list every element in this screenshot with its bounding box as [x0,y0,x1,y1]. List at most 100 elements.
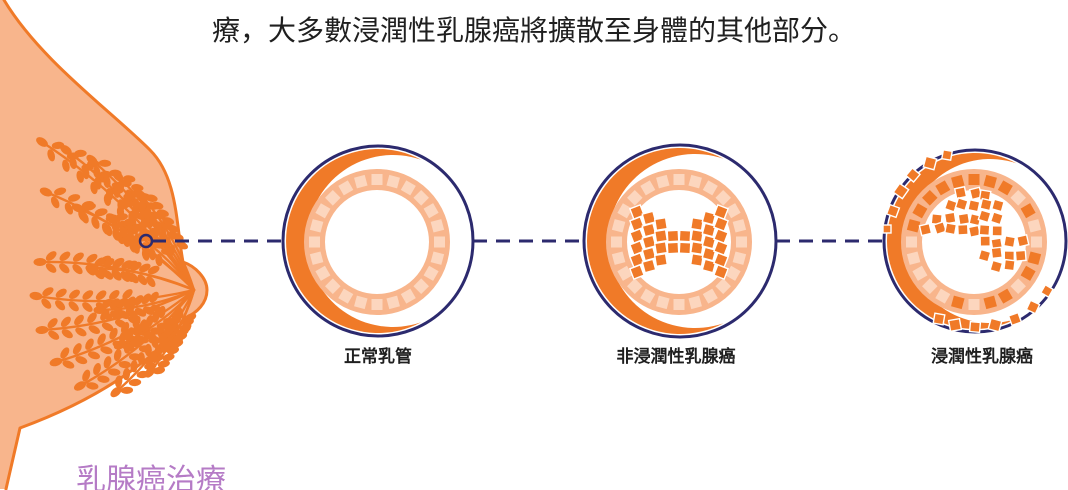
tumor-cell [1003,258,1016,272]
lobule [83,202,96,211]
lobule [144,343,152,357]
lobule [130,261,142,271]
tumor-cell [1007,311,1023,327]
lobule [123,175,136,183]
lobule [141,293,152,305]
lobule [122,343,135,352]
lobule [55,300,66,311]
lobule [36,137,48,147]
duct-wall-cell [338,288,354,304]
duct-wall-cell [386,295,400,310]
lobule [103,258,115,268]
tumor-cell [978,223,991,237]
lobule [139,263,151,273]
intro-paragraph-text: 療，大多數浸潤性乳腺癌將擴散至身體的其他部分。 [211,14,856,47]
lobule [95,290,107,301]
lobule [49,357,63,367]
tumor-cell [1025,299,1041,315]
duct-wall-cell [997,288,1013,304]
lobule [100,346,113,355]
lobule [86,154,98,166]
lobule [69,156,77,170]
duct-wall-cell [935,288,951,304]
stage-label-normal-duct: 正常乳管 [344,347,412,367]
tumor-cell [967,199,981,213]
lobule [45,263,57,273]
tumor-cell [979,197,993,212]
lobule [121,260,133,270]
duct-wall-cell [935,180,951,196]
duct-wall-cell [386,174,400,189]
lobule [145,194,158,202]
tumor-cell [885,203,901,219]
lobule [86,382,99,390]
tumor-cell [957,212,971,226]
lobule [69,289,80,299]
duct-wall-cell [656,174,670,189]
lobule [85,263,99,273]
lobule [72,264,83,275]
duct-wall-cell [309,251,324,265]
lobule [71,203,85,213]
lobule [39,187,53,197]
tumor-cell [689,252,705,268]
lobule [137,274,148,286]
lobule [162,217,175,225]
tumor-cell [689,228,705,244]
tumor-cell [701,222,717,238]
milk-duct [40,140,196,292]
milk-duct [90,266,196,292]
tumor-cell [882,224,892,234]
tumor-cell [678,241,692,255]
duct-wall-cell [430,219,445,233]
lobule [148,247,156,261]
duct-wall-cell [983,174,997,189]
lobule [103,175,111,188]
lobule [75,327,87,337]
lobule [64,202,74,215]
tumor-cell [689,240,705,256]
lobule [75,356,88,365]
lobule [161,247,174,256]
lobule [55,288,67,298]
invasive-tumor-cells [918,185,1030,274]
lobule [101,222,110,235]
tumor-cell [1003,235,1017,249]
duct-wall-cell [309,219,324,233]
duct-wall-cell [725,265,741,281]
lumen-crescent [587,148,724,335]
lobule [113,340,127,350]
milk-duct [98,288,196,312]
tumor-cell [947,317,963,333]
tumor-cell [991,225,1003,237]
lobule [111,221,120,234]
tumor-cell [932,312,946,326]
tumor-cell [1015,233,1030,248]
duct-location-marker [138,233,154,249]
tumor-cell [653,240,669,256]
lobule [119,330,128,343]
lobule [94,269,105,280]
milk-duct [78,288,196,388]
tumor-cell [932,220,948,236]
breast-illustration [0,0,209,490]
lobule [108,368,121,376]
lobule [138,199,146,212]
lobule [62,360,75,369]
tumor-cell [712,263,730,281]
duct-wall-cell [354,295,368,310]
duct-cross-section-invasive [882,148,1068,334]
tumor-cell [678,229,692,243]
lobule [81,166,90,180]
lobule [159,228,167,242]
lobule [45,251,57,261]
duct-wall-cell [309,236,320,248]
lobule [113,348,122,362]
duct-wall-cell [423,265,439,281]
duct-wall-cell [997,180,1013,196]
lobule [128,378,142,387]
duct-wall-cell [702,180,718,196]
duct-wall-cell [983,295,997,310]
stage-label-non-invasive: 非浸潤性乳腺癌 [616,347,736,367]
tumor-cell [953,185,968,200]
